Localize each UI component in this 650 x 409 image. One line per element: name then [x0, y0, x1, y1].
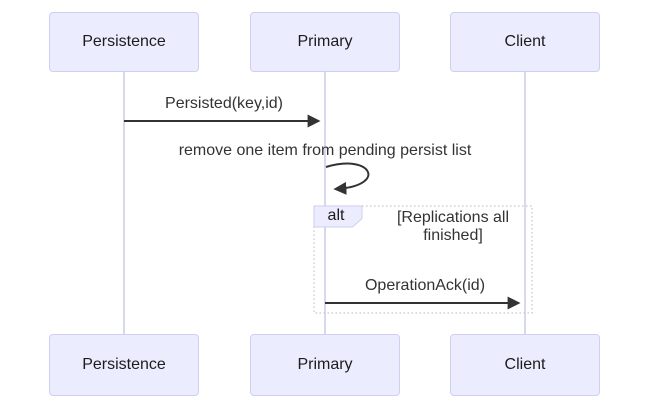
- actor-box-client-top: Client: [450, 12, 600, 72]
- actor-label: Primary: [297, 356, 353, 373]
- actor-box-persistence-top: Persistence: [49, 12, 199, 72]
- message-label-operationack: OperationAck(id): [364, 277, 486, 294]
- actor-label: Persistence: [82, 356, 166, 373]
- actor-box-client-bottom: Client: [450, 334, 600, 396]
- actor-label: Client: [504, 356, 546, 373]
- actor-label: Primary: [297, 33, 353, 50]
- message-label-persisted: Persisted(key,id): [165, 95, 283, 112]
- alt-operator-label: alt: [327, 207, 345, 224]
- actor-box-primary-top: Primary: [250, 12, 400, 72]
- message-label-self-loop: remove one item from pending persist lis…: [178, 142, 472, 159]
- alt-operator-box: [313, 205, 363, 228]
- self-loop-arrow: [325, 162, 370, 195]
- alt-condition-label: [Replications all finished]: [396, 209, 510, 244]
- actor-box-primary-bottom: Primary: [250, 334, 400, 396]
- alt-fragment-border: [313, 205, 533, 314]
- actor-label: Persistence: [82, 33, 166, 50]
- actor-label: Client: [504, 33, 546, 50]
- actor-box-persistence-bottom: Persistence: [49, 334, 199, 396]
